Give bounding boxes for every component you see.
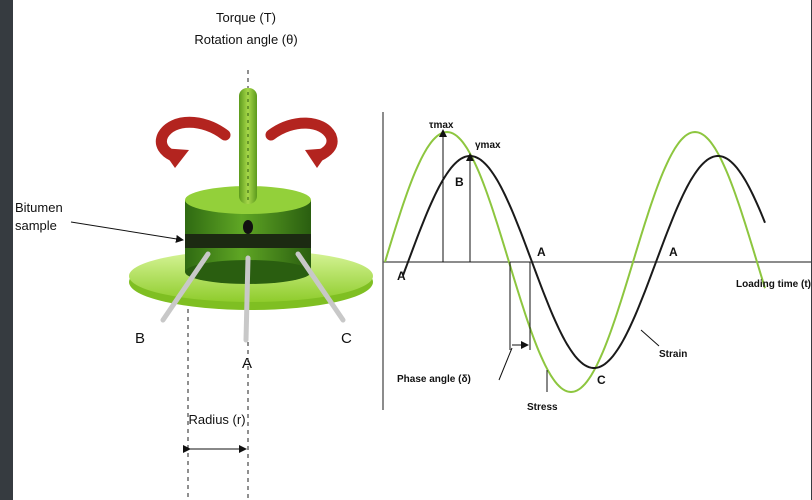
probe-a [243,255,251,343]
shaft-socket [243,220,253,234]
probe-b [160,251,211,323]
x-axis-label: Loading time (t) [736,279,811,290]
sample-pointer-arrow [70,221,184,243]
phase-angle-label: Phase angle (δ) [397,374,471,385]
phase-angle-pointer [498,347,513,381]
rheometer-figure: Torque (T) Rotation angle (θ) Bitumen sa… [15,10,811,500]
point-b-label: B [135,330,145,347]
point-c-label: C [341,330,352,347]
graph-point-b: B [455,175,464,189]
strain-curve [402,155,766,369]
strain-label: Strain [659,349,687,360]
top-label-line1: Torque (T) [216,10,276,25]
stress-label: Stress [527,402,558,413]
graph-point-c: C [597,373,606,387]
sample-label-line1: Bitumen [15,200,63,215]
gamma-max-label: γmax [475,140,501,151]
sample-label-line2: sample [15,218,57,233]
graph-point-a3: A [669,245,678,259]
graph-point-a1: A [397,269,406,283]
rotation-arrow-left-icon [155,116,231,168]
radius-label: Radius (r) [188,412,245,427]
probe-c [295,251,346,323]
stress-curve [384,130,766,394]
bitumen-layer [185,234,311,248]
figure-frame: Torque (T) Rotation angle (θ) Bitumen sa… [13,0,811,500]
shaft [239,88,257,204]
top-label-line2: Rotation angle (θ) [194,32,297,47]
graph-point-a2: A [537,245,546,259]
tau-max-label: τmax [429,120,454,131]
strain-pointer [640,329,660,347]
point-a-label: A [242,355,252,372]
rotation-arrow-right-icon [265,117,338,168]
